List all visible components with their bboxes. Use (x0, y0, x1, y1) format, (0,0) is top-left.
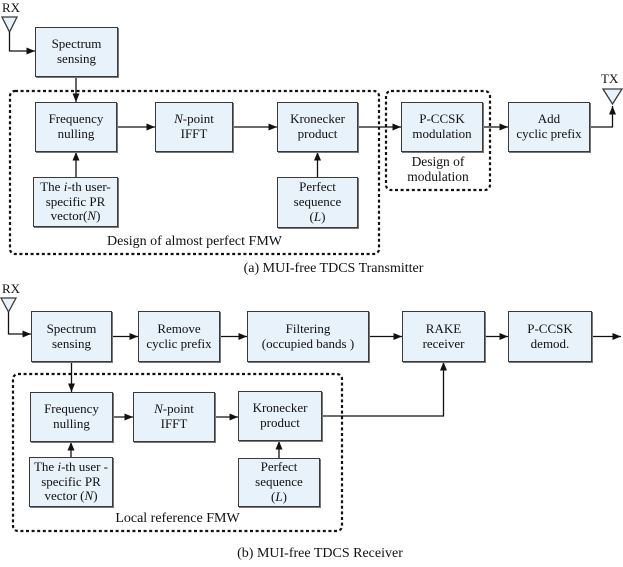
transmitter-caption: (a) MUI-free TDCS Transmitter (243, 261, 424, 276)
rx2-antenna-icon (0, 297, 18, 314)
arrow-kronecker2-to-rake (322, 362, 447, 417)
rx-antenna-label: RX (2, 0, 21, 15)
local-reference-group-label: Local reference FMW (115, 511, 240, 526)
rx2-antenna-label: RX (2, 281, 21, 296)
rx-antenna-icon (0, 16, 19, 34)
design-apfmw-group-label: Design of almost perfect FMW (107, 234, 282, 249)
tx-antenna-label: TX (601, 71, 619, 86)
tx-antenna-icon (601, 88, 623, 106)
arrow-rxantenna2-to-spectrum2 (7, 312, 31, 338)
arrow-rxantenna-to-spectrum (8, 32, 35, 55)
receiver-caption: (b) MUI-free TDCS Receiver (237, 546, 403, 561)
filtering-box: Filtering(occupied bands ) (247, 311, 369, 362)
design-apfmw-group-border (8, 89, 381, 256)
arrow-addcp-to-txantenna (590, 106, 616, 128)
local-reference-group-border (11, 372, 344, 533)
design-modulation-group-border (384, 89, 492, 192)
